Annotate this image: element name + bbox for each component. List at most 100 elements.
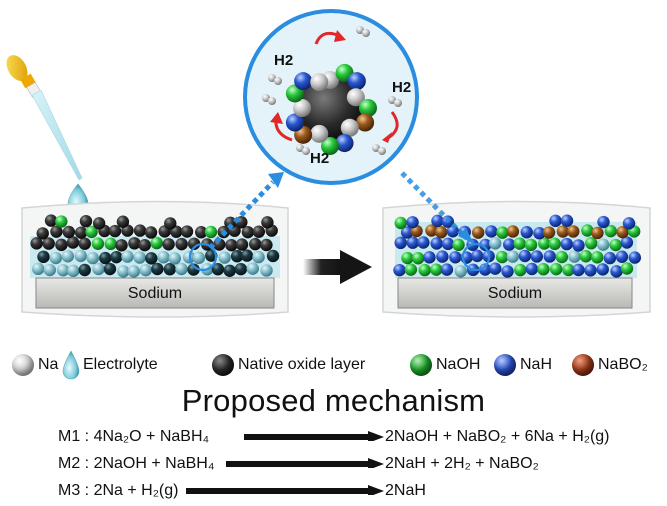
mechanism-title: Proposed mechanism xyxy=(181,383,486,418)
nah-particle xyxy=(572,263,585,277)
naoh-ball-icon xyxy=(410,354,432,376)
oxide-particle xyxy=(79,214,93,228)
oxide-particle xyxy=(151,262,164,276)
na-particle xyxy=(139,263,152,277)
oxide-particle xyxy=(187,237,201,250)
na-particle xyxy=(175,262,188,276)
naoh-particle xyxy=(91,237,105,250)
oxide-particle xyxy=(241,225,255,239)
reaction-arrow-icon xyxy=(244,431,384,441)
na-particle xyxy=(43,263,57,277)
oxide-particle xyxy=(260,238,273,252)
naoh-particle xyxy=(401,251,414,265)
naoh-particle xyxy=(538,237,551,250)
naoh-particle xyxy=(150,236,163,250)
legend-item-native-oxide: Native oxide layer xyxy=(212,350,365,380)
nah-particle xyxy=(423,251,436,264)
nah-particle xyxy=(393,263,406,277)
nah-particle xyxy=(584,264,597,277)
oxide-particle xyxy=(78,237,91,250)
naoh-particle xyxy=(496,226,509,239)
dashed-arrow-left xyxy=(208,180,275,250)
naoh-particle xyxy=(537,263,550,276)
nabo2-particle xyxy=(506,225,520,238)
oxide-particle xyxy=(163,262,177,276)
na-particle xyxy=(31,262,45,276)
na-particle xyxy=(454,265,467,278)
oxide-particle xyxy=(62,225,76,239)
na-particle xyxy=(260,264,273,277)
zoom-marker-right xyxy=(461,242,491,272)
naoh-particle xyxy=(321,137,339,155)
nabo2-particle xyxy=(556,225,570,238)
oxide-particle xyxy=(115,239,128,252)
nah-particle xyxy=(446,225,460,238)
oxide-particle xyxy=(92,217,106,230)
h2-molecule xyxy=(268,74,276,82)
nabo2-particle xyxy=(567,225,580,238)
nah-particle xyxy=(533,226,546,240)
oxide-particle xyxy=(138,238,151,252)
nah-particle xyxy=(406,216,419,229)
nah-particle xyxy=(478,263,492,276)
nah-particle xyxy=(436,250,449,263)
nah-particle xyxy=(530,250,544,263)
equation-products: 2NaH xyxy=(385,482,426,499)
h2-molecule xyxy=(378,147,386,155)
naoh-particle xyxy=(585,237,598,250)
h2-molecule xyxy=(262,94,270,102)
oxide-particle xyxy=(211,263,225,276)
naoh-particle xyxy=(579,250,593,263)
nah-particle xyxy=(525,262,539,276)
oxide-particle xyxy=(36,227,49,240)
equation-reactants: M2 : 2NaOH + NaBH₄ xyxy=(58,455,215,472)
nah-particle xyxy=(622,217,636,230)
nah-particle xyxy=(347,72,366,91)
naoh-particle xyxy=(412,252,425,265)
nah-particle xyxy=(485,225,498,238)
nah-particle xyxy=(520,226,533,239)
pipette-icon xyxy=(6,55,83,181)
oxide-particle xyxy=(180,225,194,238)
oxide-particle xyxy=(50,225,63,238)
na-particle xyxy=(121,250,134,263)
naoh-particle xyxy=(452,238,465,252)
na-particle xyxy=(133,251,146,264)
na-particle xyxy=(49,251,63,265)
naoh-particle xyxy=(550,262,563,276)
naoh-particle xyxy=(204,225,218,239)
oxide-particle xyxy=(164,217,177,230)
na-particle xyxy=(92,262,105,276)
nabo2-particle xyxy=(425,224,438,237)
h2-label-1: H2 xyxy=(274,52,294,69)
h2-label-3: H2 xyxy=(310,150,330,167)
oxide-particle xyxy=(187,263,200,276)
oxide-particle xyxy=(234,262,248,276)
na-particle xyxy=(157,251,170,264)
process-arrow-icon xyxy=(303,250,372,284)
na-particle xyxy=(168,252,181,265)
nah-particle xyxy=(572,239,585,252)
nah-particle xyxy=(560,214,574,227)
oxide-particle xyxy=(44,214,58,227)
legend-item-nah: NaH xyxy=(494,350,552,380)
na-particle xyxy=(310,73,329,92)
oxide-particle xyxy=(99,251,112,265)
equation-products: 2NaOH + NaBO₂ + 6Na + H₂(g) xyxy=(385,428,610,445)
nah-particle xyxy=(400,226,414,239)
naoh-particle xyxy=(562,263,575,277)
nah-particle xyxy=(543,250,556,263)
oxide-particle xyxy=(128,237,141,250)
h2-molecule xyxy=(274,77,282,85)
nah-particle xyxy=(620,236,634,249)
schematic-illustration xyxy=(6,9,651,318)
oxide-particle xyxy=(261,216,274,229)
nabo2-particle xyxy=(591,226,604,240)
naoh-particle xyxy=(548,237,561,251)
na-particle xyxy=(488,237,502,250)
naoh-particle xyxy=(495,250,509,264)
na-particle xyxy=(568,250,581,263)
nah-particle xyxy=(417,236,430,249)
nabo2-particle xyxy=(356,113,375,132)
oxide-particle xyxy=(144,226,158,239)
